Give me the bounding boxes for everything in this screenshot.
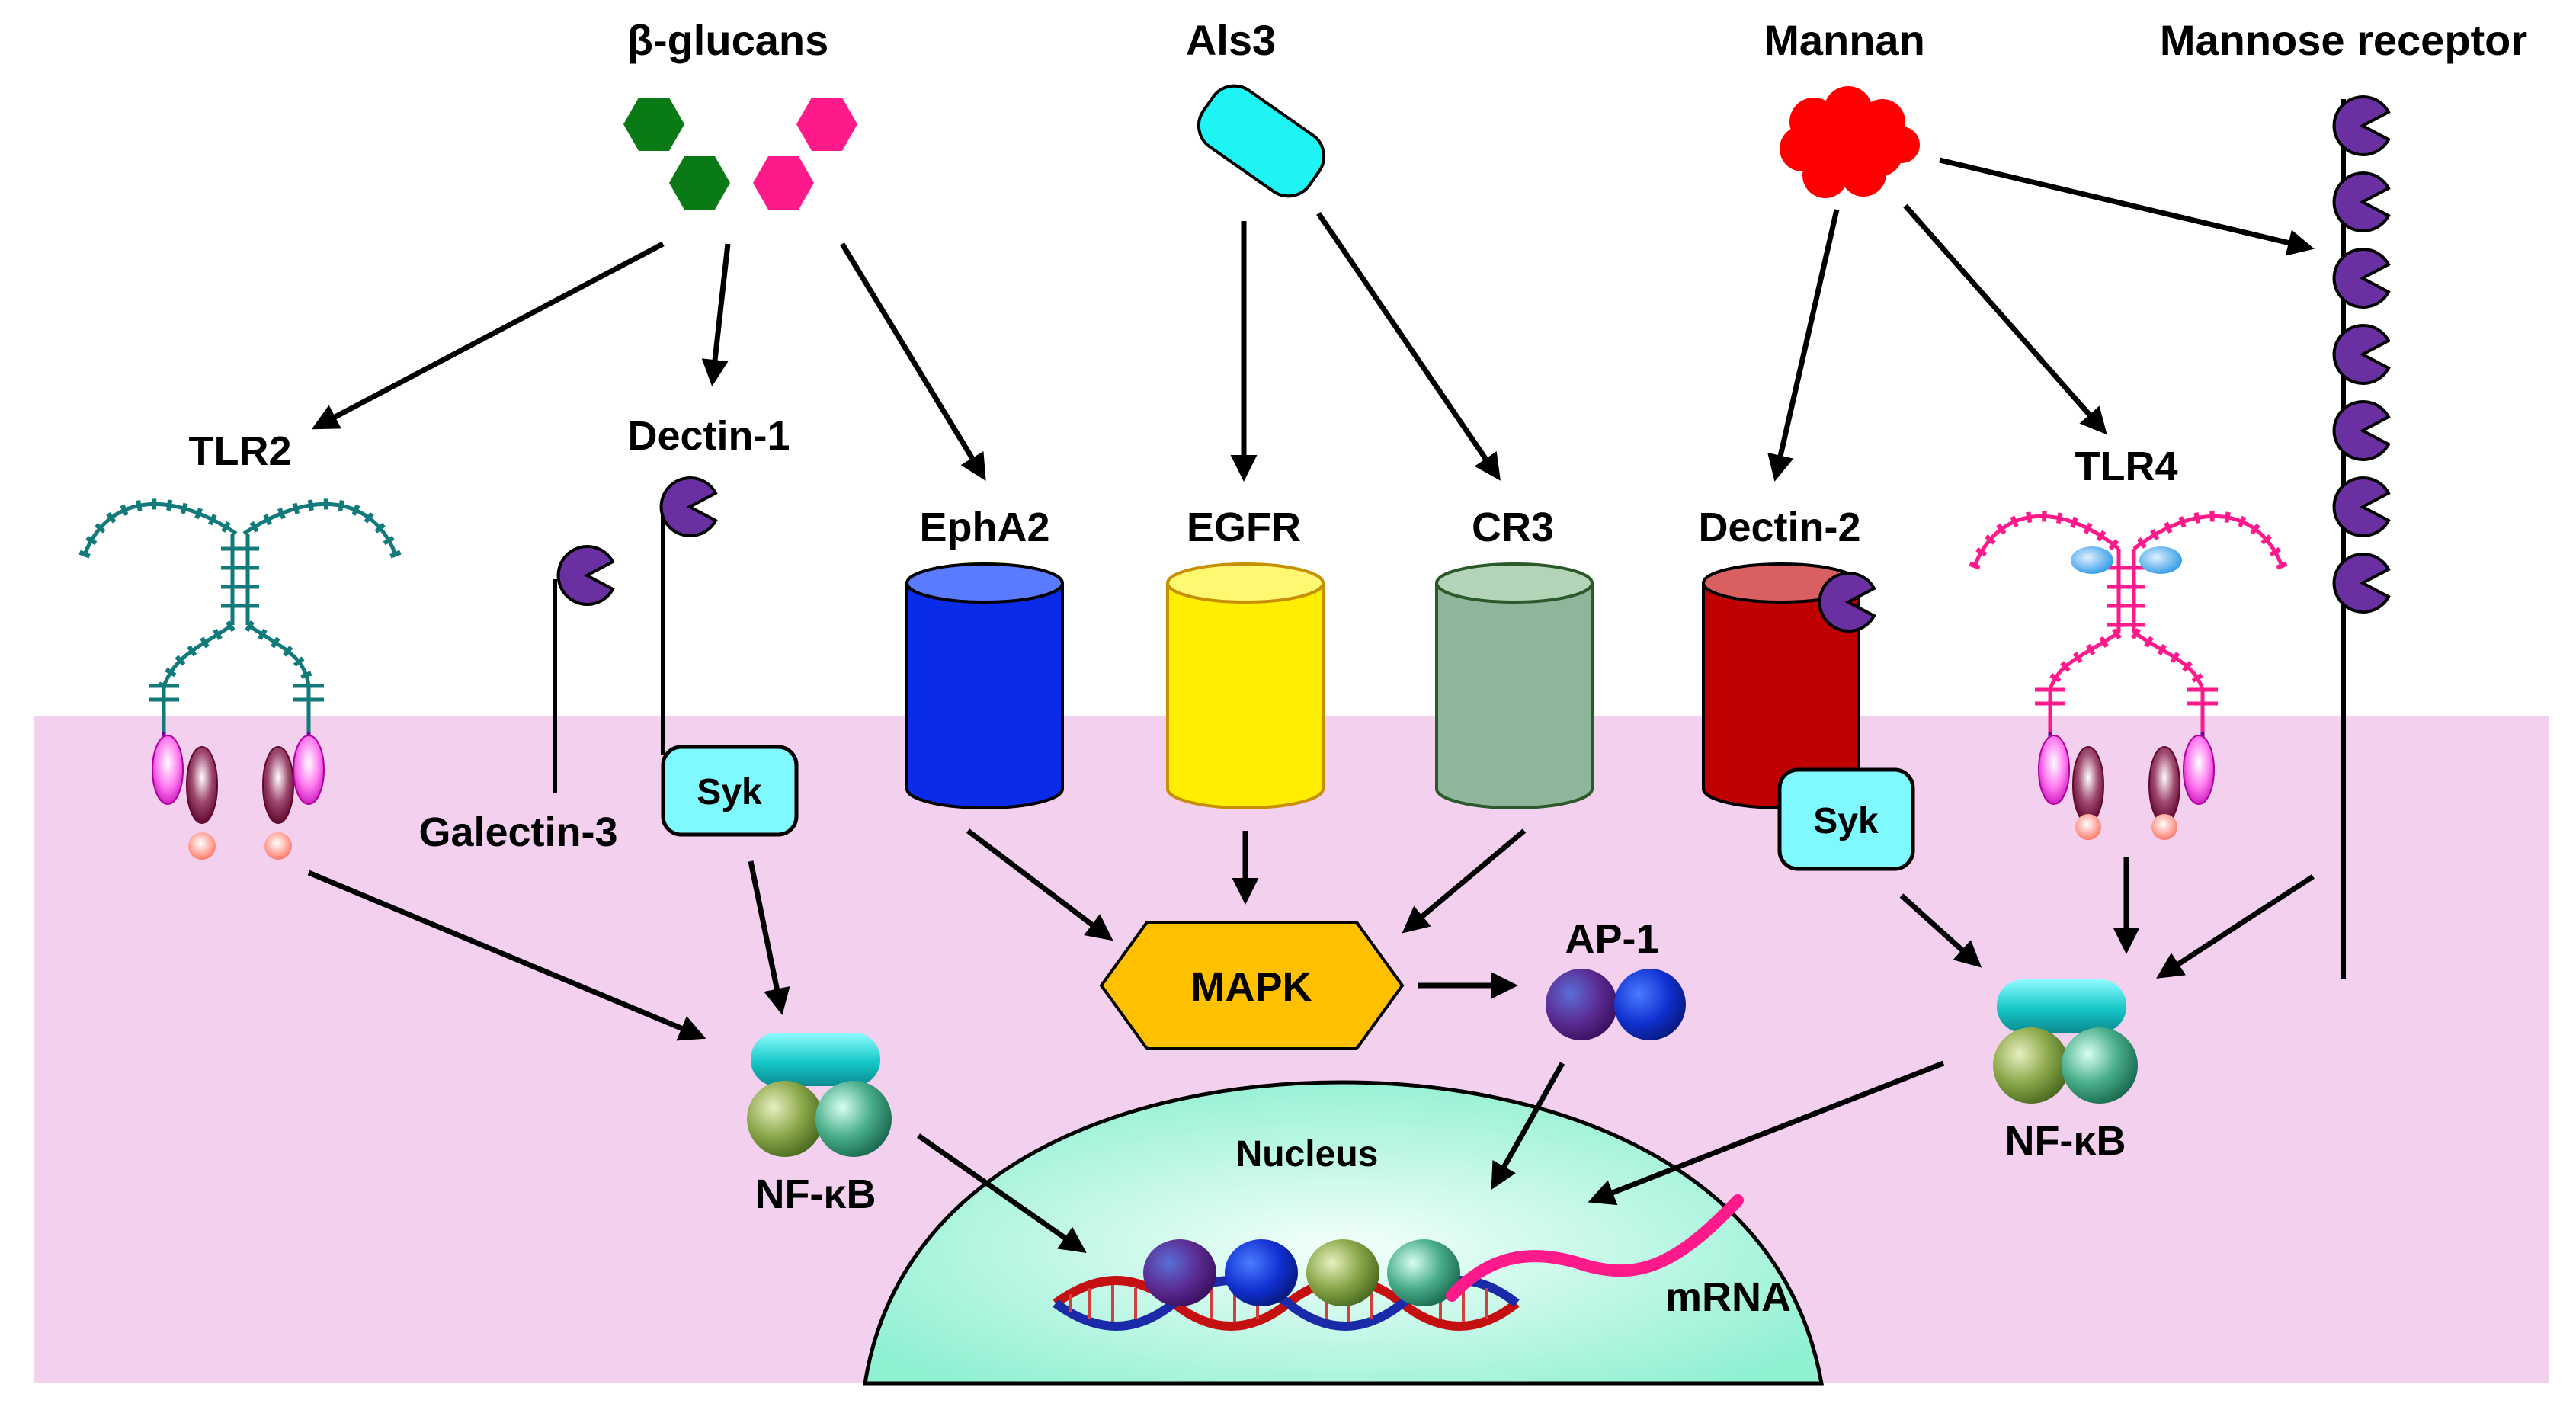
mannan-label: Mannan [1764,16,1925,64]
tlr4-adaptors [2038,735,2215,840]
als3-icon [1197,84,1326,198]
egfr-label: EGFR [1187,505,1301,550]
nfkb-left-label: NF-κB [755,1171,876,1217]
lectin-domain-icon [659,476,717,537]
nucleus: Nucleus [863,1080,1824,1386]
dectin2-receptor [1702,562,1876,809]
beta-glucans-icon [623,98,857,210]
arrow-tlr2-nfkb [307,870,706,1041]
mapk-box: MAPK [1099,921,1405,1050]
arrow-mannan-mannose-receptor [1939,157,2315,256]
mrna-label: mRNA [1665,1274,1791,1320]
beta-glucans-label: β-glucans [627,16,828,64]
mrna-strand [1446,1194,1744,1302]
tlr4-md2 [2071,546,2182,574]
cr3-label: CR3 [1472,505,1554,550]
arrow-cr3-mapk [1402,828,1527,934]
dna-bound-factors [1143,1239,1460,1306]
lectin-domain-icon [556,545,614,606]
tlr2-adaptors [152,735,325,860]
dectin2-label: Dectin-2 [1698,505,1860,550]
lectin-domain-icon [1818,572,1876,633]
mannose-receptor-label: Mannose receptor [2160,16,2527,64]
arrow-syk-right-nfkb [1899,893,1982,968]
arrow-mannan-tlr4 [1903,203,2107,435]
dectin1-label: Dectin-1 [627,413,790,459]
tlr2-label: TLR2 [189,428,292,474]
arrow-mannan-dectin2 [1767,209,1840,482]
arrow-als3-cr3 [1316,212,1501,481]
ap1-label: AP-1 [1565,916,1658,962]
tlr4-label: TLR4 [2075,444,2178,489]
nfkb-right-complex [1993,979,2138,1104]
arrow-ap1-nucleus [1491,1062,1565,1190]
mannose-receptor [2332,95,2390,979]
tlr2-receptor [78,498,402,755]
arrow-epha2-mapk [966,828,1113,941]
tlr4-receptor [1969,511,2288,755]
epha2-receptor [905,562,1064,809]
nfkb-left-complex [747,1033,892,1157]
syk-right-box: Syk [1777,767,1915,871]
arrow-mannose-receptor-nfkb [2156,874,2315,979]
galectin3-receptor [553,545,614,793]
cr3-receptor [1435,562,1594,809]
nfkb-right-label: NF-κB [2004,1118,2126,1164]
syk-left-label: Syk [697,772,762,812]
arrow-syk-nfkb [748,860,790,1015]
arrow-glucan-epha2 [840,242,986,481]
mapk-label: MAPK [1191,964,1312,1010]
syk-left-box: Syk [661,745,799,837]
syk-right-label: Syk [1813,801,1879,841]
mannan-icon [1780,86,1920,198]
dna-helix [1053,1276,1520,1331]
galectin3-label: Galectin-3 [418,809,617,855]
pathway-arrows [307,157,2315,1254]
epha2-label: EphA2 [919,505,1049,550]
arrow-nfkb-right-nucleus [1588,1060,1945,1206]
dectin1-receptor [659,476,717,755]
egfr-receptor [1166,562,1325,809]
als3-label: Als3 [1186,16,1276,64]
arrow-nfkb-left-nucleus [916,1133,1087,1254]
ap1-complex [1546,969,1686,1040]
nucleus-label: Nucleus [1236,1134,1379,1174]
arrow-glucan-tlr2 [311,241,665,430]
arrow-glucan-dectin1 [701,243,731,386]
